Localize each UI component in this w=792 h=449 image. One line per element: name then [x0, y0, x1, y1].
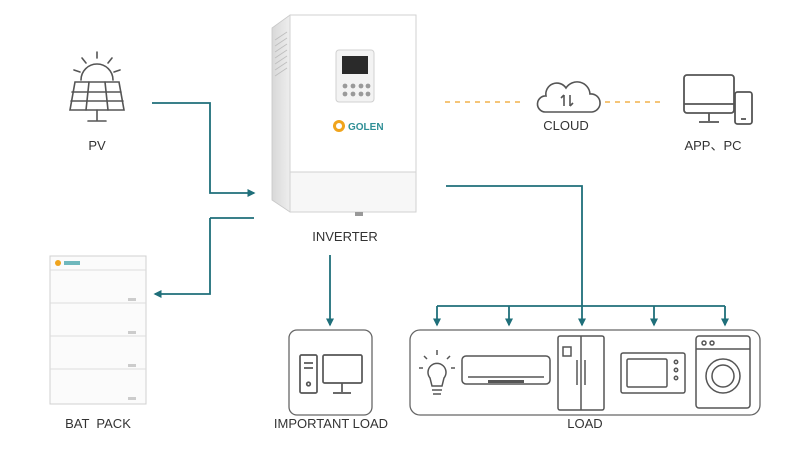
washing-machine-icon — [695, 335, 751, 409]
pv-to-inverter-arrow — [152, 102, 256, 197]
app-pc-label: APP、PC — [684, 138, 741, 153]
battery-pack-unit — [49, 255, 147, 405]
desktop-computer-icon — [299, 354, 363, 394]
battery-inverter-arrow — [155, 217, 254, 294]
air-conditioner-icon — [461, 355, 551, 385]
inverter-unit — [271, 14, 417, 216]
brand-logo-text: GOLEN — [348, 122, 384, 133]
flow-arrows — [152, 102, 729, 327]
cloud-label: CLOUD — [543, 118, 589, 133]
brand-logo: GOLEN — [333, 120, 384, 133]
bat-pack-label: BAT PACK — [65, 416, 131, 431]
light-bulb-icon — [419, 350, 455, 395]
solar-panel-icon — [69, 51, 125, 122]
load-label: LOAD — [567, 416, 602, 431]
cloud-sync-icon — [536, 81, 601, 113]
monitor-phone-icon — [683, 74, 753, 125]
important-load-frame — [288, 329, 373, 416]
inverter-label: INVERTER — [312, 229, 378, 244]
refrigerator-icon — [557, 335, 605, 411]
important-load-label: IMPORTANT LOAD — [274, 416, 388, 431]
pv-label: PV — [88, 138, 106, 153]
inverter-to-load-trunk — [446, 185, 586, 327]
microwave-icon — [620, 352, 686, 394]
